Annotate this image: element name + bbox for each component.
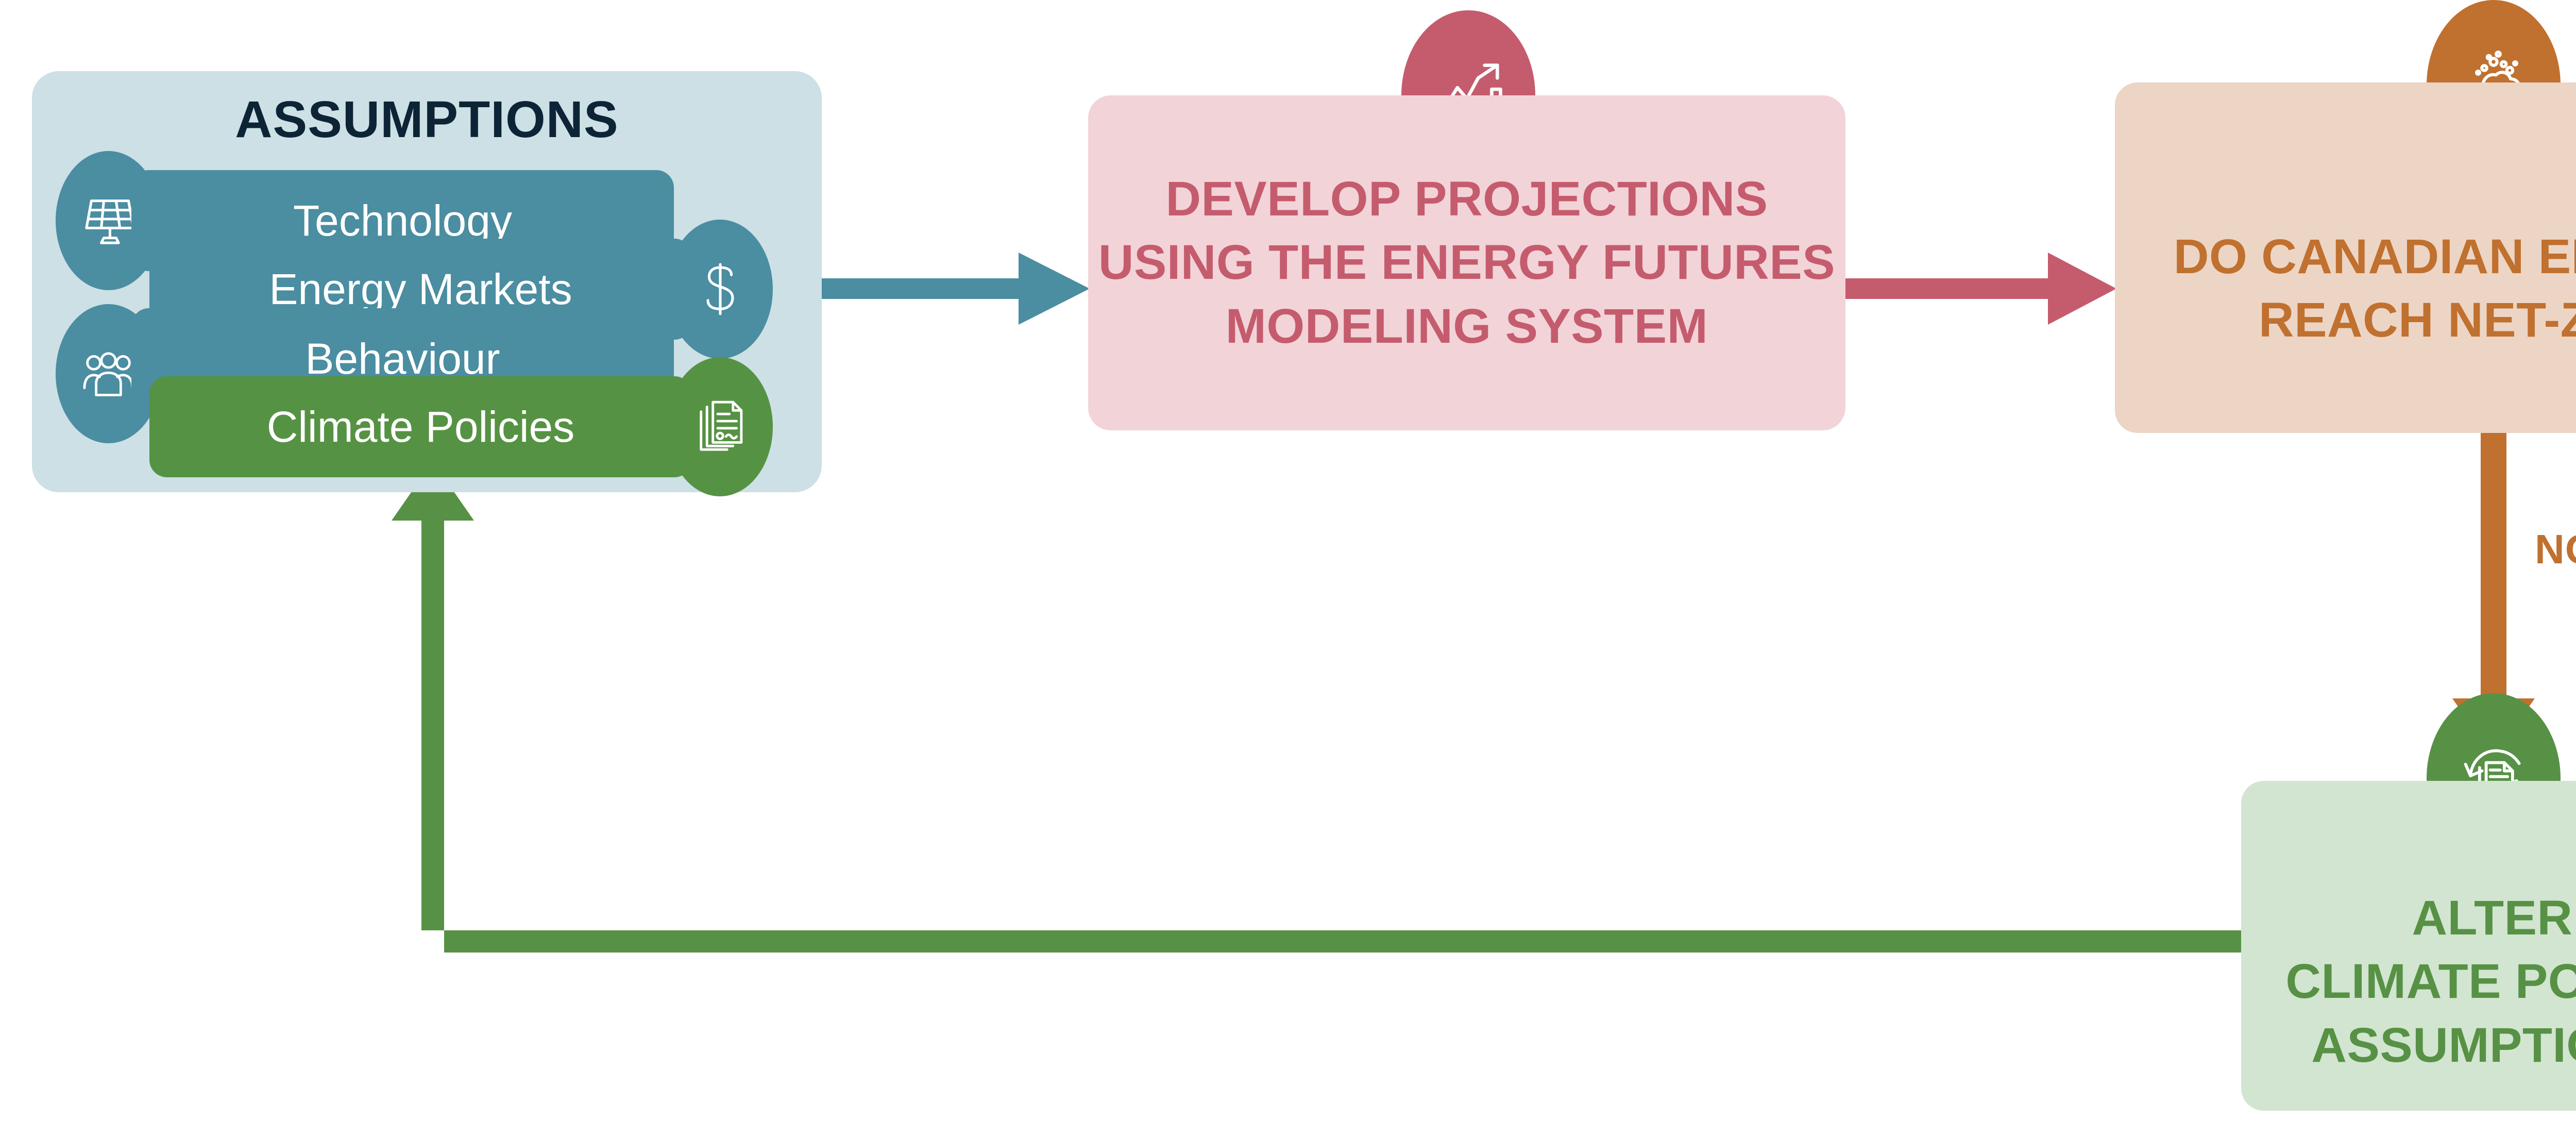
assumption-label: Technology [293, 196, 512, 245]
arrow-assumptions-to-develop [822, 253, 1090, 325]
assumptions-title: ASSUMPTIONS [235, 91, 619, 148]
arrow-decision-to-alter [2452, 433, 2535, 758]
develop-projections-node[interactable]: DEVELOP PROJECTIONS USING THE ENERGY FUT… [1088, 95, 1845, 430]
arrow-alter-to-assumptions [392, 461, 2241, 953]
alter-text: ALTER CLIMATE POLICY ASSUMPTIONS [2241, 887, 2576, 1078]
text-line: REACH NET-ZERO? [2259, 293, 2576, 347]
assumption-pill-climate-policies[interactable]: Climate Policies [149, 376, 692, 477]
assumption-label: Behaviour [305, 334, 500, 383]
text-line: DEVELOP PROJECTIONS [1165, 171, 1768, 226]
alter-climate-policy-node[interactable]: ALTER CLIMATE POLICY ASSUMPTIONS [2241, 781, 2576, 1111]
assumption-label: Climate Policies [266, 402, 575, 451]
text-line: DO CANADIAN EMISSIONS [2173, 229, 2576, 284]
text-line: CLIMATE POLICY [2285, 954, 2576, 1009]
documents-icon [667, 357, 773, 496]
edge-label-no: NO [2535, 526, 2576, 572]
develop-projections-text: DEVELOP PROJECTIONS USING THE ENERGY FUT… [1088, 168, 1845, 359]
net-zero-decision-node[interactable]: DO CANADIAN EMISSIONS REACH NET-ZERO? [2115, 82, 2576, 433]
text-line: ASSUMPTIONS [2311, 1017, 2576, 1073]
text-line: MODELING SYSTEM [1225, 298, 1708, 354]
assumption-label: Energy Markets [269, 264, 572, 313]
text-line: ALTER [2412, 890, 2573, 945]
text-line: USING THE ENERGY FUTURES [1098, 235, 1836, 290]
decision-text: DO CANADIAN EMISSIONS REACH NET-ZERO? [2115, 225, 2576, 353]
arrow-develop-to-decision [1845, 253, 2116, 325]
dollar-sign-icon [667, 220, 773, 359]
